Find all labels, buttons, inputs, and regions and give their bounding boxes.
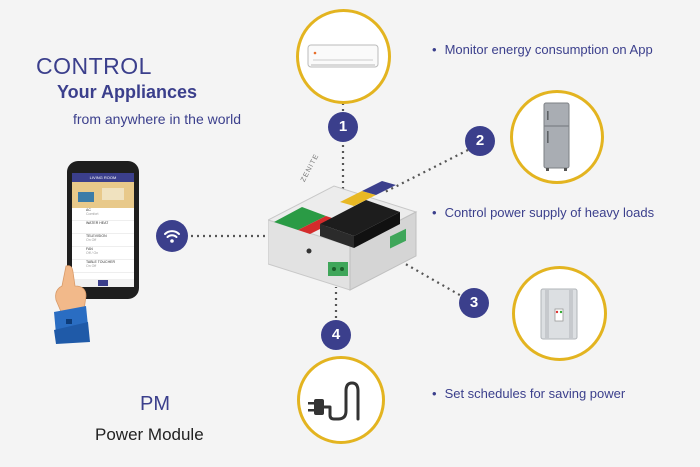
step-badge-3: 3 <box>459 288 489 318</box>
appliance-ring-plug <box>297 356 385 444</box>
product-name: Power Module <box>95 425 204 444</box>
phone-list-item[interactable]: WATER HEAT <box>72 221 134 234</box>
phone-list-item-sub: Off / On <box>86 251 99 255</box>
bullet-dot: • <box>432 205 437 220</box>
plug-icon <box>308 381 360 421</box>
feature-text: Monitor energy consumption on App <box>444 42 653 57</box>
phone-list-item-name: AC <box>86 208 91 212</box>
phone-list-item-name: FAN <box>86 247 93 251</box>
feature-set-schedules: • Set schedules for saving power <box>432 386 625 401</box>
bullet-dot: • <box>432 42 437 57</box>
headline-anywhere: from anywhere in the world <box>73 111 242 127</box>
phone-bottom-nav <box>72 279 134 287</box>
refrigerator-icon <box>543 102 570 171</box>
appliance-ring-ac <box>296 9 391 104</box>
phone-list-item-sub: On Off <box>86 238 97 242</box>
phone-list-item-name: TABLE TOUCHER <box>86 260 115 264</box>
wifi-icon <box>164 230 180 243</box>
feature-monitor-energy: • Monitor energy consumption on App <box>432 42 653 57</box>
feature-text: Control power supply of heavy loads <box>444 205 655 220</box>
bullet-dot: • <box>432 386 437 401</box>
phone-room-title: LIVING ROOM <box>72 173 134 182</box>
wifi-badge <box>156 220 188 252</box>
step-badge-4: 4 <box>321 320 351 350</box>
feature-text: Set schedules for saving power <box>444 386 626 401</box>
electric-panel-icon <box>540 288 578 340</box>
appliance-ring-fridge <box>510 90 604 184</box>
connector-panel <box>401 261 466 299</box>
phone-list-item-name: WATER HEAT <box>86 221 109 225</box>
phone-list-item-sub: On Off <box>86 264 97 268</box>
connector-fridge <box>382 149 469 194</box>
step-badge-2: 2 <box>465 126 495 156</box>
product-code: PM <box>140 393 170 415</box>
air-conditioner-icon <box>307 44 379 68</box>
appliance-ring-panel <box>512 266 607 361</box>
phone-room-image <box>72 182 134 208</box>
phone-nav-active[interactable] <box>98 280 108 286</box>
phone-list-item-sub: Comfort <box>86 212 99 216</box>
headline-control: CONTROL <box>36 53 152 79</box>
hand-icon <box>54 265 90 344</box>
step-badge-1: 1 <box>328 112 358 142</box>
headline-appliances: Your Appliances <box>57 82 198 102</box>
phone-list-item-name: TELEVISION <box>86 234 107 238</box>
feature-control-power: • Control power supply of heavy loads <box>432 205 654 220</box>
power-module-device <box>268 181 418 291</box>
